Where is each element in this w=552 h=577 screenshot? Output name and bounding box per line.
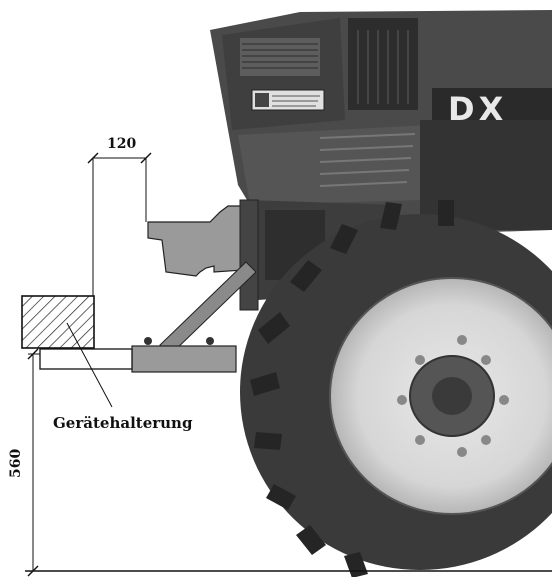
warning-plate: [251, 89, 325, 111]
side-dimension-label: 560: [8, 449, 24, 478]
front-tire: [240, 200, 552, 577]
callout-label: Gerätehalterung: [53, 414, 193, 432]
weight-bracket: [131, 199, 259, 373]
top-dimension-label: 120: [107, 136, 136, 152]
top-dimension: 120: [87, 136, 152, 296]
implement-block: [21, 295, 95, 349]
model-badge: [432, 88, 552, 126]
horizontal-beam: [131, 345, 237, 373]
side-dimension: 560: [8, 348, 40, 577]
front-grille: [348, 18, 418, 110]
callout-leader: [66, 322, 113, 408]
tractor-body: DX: [210, 10, 552, 235]
